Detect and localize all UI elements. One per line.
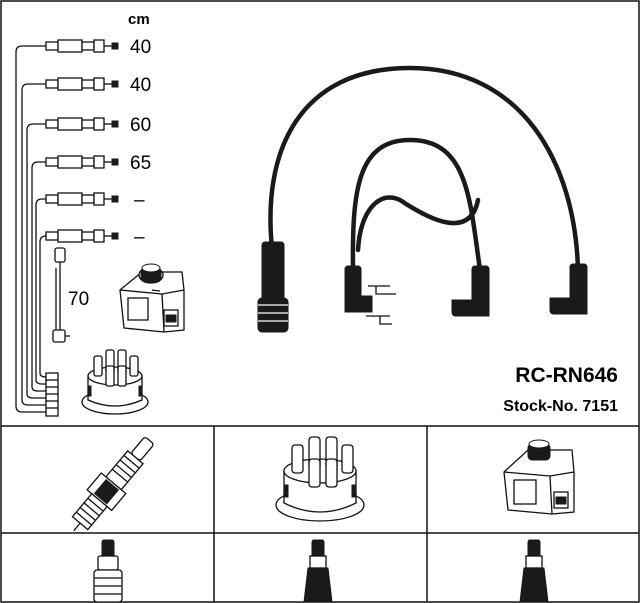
ignition-coil-icon — [503, 439, 575, 515]
length-label-6: – — [134, 227, 145, 248]
ignition-coil-icon — [119, 263, 185, 333]
length-label-3: 60 — [130, 115, 151, 136]
cap-boot-icon — [303, 539, 333, 603]
cable-connector-2 — [45, 77, 119, 91]
length-label-5: – — [134, 190, 145, 211]
stock-number: Stock-No. 7151 — [503, 398, 618, 415]
length-label-side: 70 — [68, 289, 89, 310]
part-number-title: RC-RN646 — [515, 364, 618, 387]
cable-connector-1 — [45, 39, 119, 53]
coil-boot-icon — [519, 539, 549, 603]
cable-connector-3 — [45, 117, 119, 131]
unit-label: cm — [128, 11, 150, 28]
cable-bottom-connectors — [45, 372, 59, 417]
cable-connector-6 — [45, 229, 119, 243]
length-label-2: 40 — [130, 75, 151, 96]
cable-legend — [15, 39, 119, 417]
distributor-cap-icon — [275, 436, 365, 522]
ignition-cables-drawing — [257, 65, 588, 333]
plug-boot-icon — [93, 539, 123, 603]
length-label-1: 40 — [130, 37, 151, 58]
coil-cable-70 — [52, 247, 70, 343]
cable-connector-5 — [45, 192, 119, 206]
distributor-cap-icon — [81, 349, 149, 415]
cable-connector-4 — [45, 155, 119, 169]
length-label-4: 65 — [130, 153, 151, 174]
spark-plug-icon — [71, 437, 154, 532]
